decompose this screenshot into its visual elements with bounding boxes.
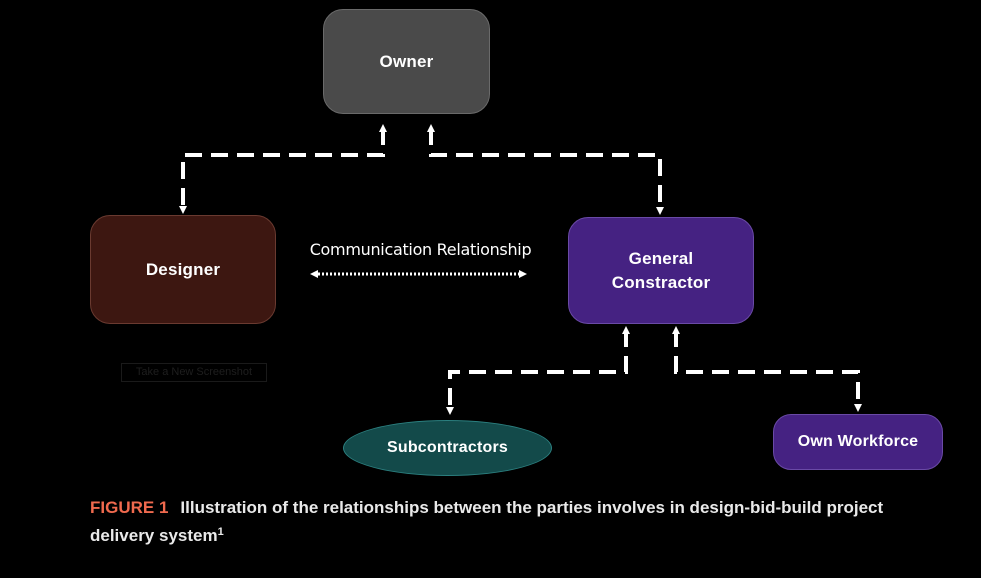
node-own-workforce-label: Own Workforce [797, 433, 919, 450]
connector-owner-general-contractor [427, 124, 664, 215]
node-designer-label: Designer [145, 259, 221, 279]
connector-gc-own-workforce [672, 326, 862, 412]
take-screenshot-button[interactable]: Take a New Screenshot [121, 363, 267, 382]
figure-footnote-marker: 1 [217, 526, 224, 538]
figure-caption-text: Illustration of the relationships betwee… [90, 498, 884, 545]
node-subcontractors: Subcontractors [343, 420, 552, 476]
communication-relationship-label: Communication Relationship [309, 240, 532, 259]
figure-label: FIGURE 1 [90, 498, 169, 517]
node-general-contractor-label: General Constractor [611, 248, 711, 292]
node-own-workforce: Own Workforce [773, 414, 943, 470]
node-designer: Designer [90, 215, 276, 324]
node-subcontractors-label: Subcontractors [386, 439, 509, 456]
node-owner: Owner [323, 9, 490, 114]
connector-owner-designer [179, 124, 387, 214]
node-owner-label: Owner [379, 51, 434, 71]
node-general-contractor: General Constractor [568, 217, 754, 324]
connector-gc-subcontractors [446, 326, 630, 415]
